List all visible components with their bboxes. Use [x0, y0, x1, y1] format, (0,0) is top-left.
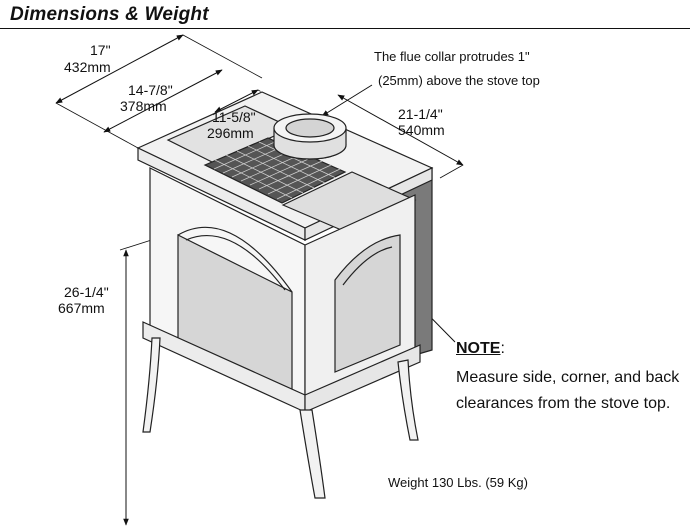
top-depth-inch-label: 14-7/8": [128, 82, 173, 98]
width-mm-label: 540mm: [398, 122, 445, 138]
note-heading: NOTE:: [456, 340, 505, 357]
note-line2: clearances from the stove top.: [456, 395, 671, 412]
flue-offset-mm-label: 296mm: [207, 125, 254, 141]
flue-note-line1: The flue collar protrudes 1": [374, 49, 530, 64]
width-inch-label: 21-1/4": [398, 106, 443, 122]
page-title: Dimensions & Weight: [10, 4, 209, 25]
depth-inch-label: 17": [90, 42, 111, 58]
stove: [136, 91, 434, 499]
height-mm-label: 667mm: [58, 300, 105, 316]
depth-mm-label: 432mm: [64, 59, 111, 75]
title-rule: [0, 28, 690, 29]
note-body: Measure side, corner, and back clearance…: [456, 365, 679, 417]
height-inch-label: 26-1/4": [64, 284, 109, 300]
flue-note-line2: (25mm) above the stove top: [378, 73, 540, 88]
weight-label: Weight 130 Lbs. (59 Kg): [388, 475, 528, 490]
flue-offset-inch-label: 11-5/8": [212, 109, 256, 125]
top-depth-mm-label: 378mm: [120, 98, 167, 114]
note-line1: Measure side, corner, and back: [456, 369, 680, 386]
